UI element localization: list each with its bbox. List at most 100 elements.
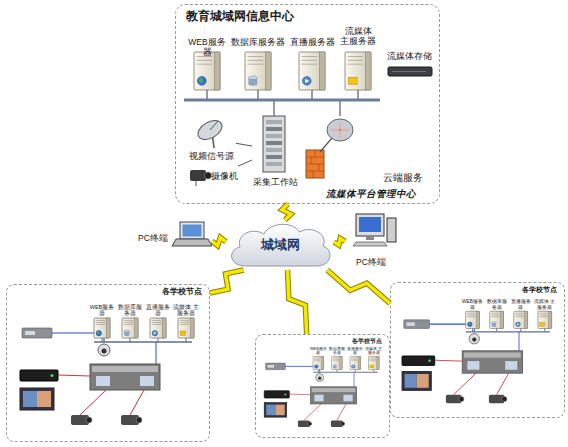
- laptop-icon: [172, 239, 212, 246]
- server-icon: [369, 356, 380, 369]
- server-icon: [348, 60, 364, 61]
- firewall-icon: [306, 164, 324, 165]
- school-equipment: [80, 390, 144, 415]
- device-label: 流媒体 主服务器: [365, 347, 383, 356]
- lightning-link: [334, 238, 345, 245]
- server-icon: [313, 356, 324, 369]
- school-node: 各学校节点WEB服务器数据库服务器直播服务器流媒体 主服务器: [6, 284, 210, 442]
- server-icon: [340, 356, 342, 369]
- device-label: WEB服务器: [184, 38, 230, 57]
- server-icon: [97, 331, 99, 334]
- desktop-pc-icon: [353, 242, 387, 246]
- school-equipment: [467, 361, 479, 370]
- school-equipment: [23, 391, 37, 407]
- school-equipment: [158, 338, 159, 342]
- server-icon: [516, 322, 521, 327]
- server-icon: [333, 358, 339, 359]
- device-label: WEB服务器: [88, 304, 116, 316]
- server-icon: [492, 322, 497, 324]
- school-equipment: [404, 320, 430, 329]
- data-center-equipment: [257, 90, 259, 100]
- server-icon: [299, 52, 325, 90]
- server-icon: [94, 318, 110, 338]
- school-equipment: [505, 361, 517, 370]
- server-icon: [314, 359, 320, 360]
- server-icon: [248, 60, 264, 61]
- server-icon: [152, 324, 162, 325]
- satellite-dish-icon: [210, 121, 218, 130]
- school-equipment: [266, 405, 275, 416]
- server-icon: [539, 315, 547, 316]
- video-camera-icon: [196, 181, 197, 186]
- desktop-pc-icon: [387, 218, 396, 242]
- group-heading: 各学校节点: [162, 288, 202, 297]
- firewall-icon: [306, 150, 324, 178]
- workstation-rack-icon: [266, 148, 282, 152]
- lightning-outline: [282, 204, 291, 220]
- server-icon: [350, 356, 361, 369]
- firewall-icon: [306, 150, 324, 178]
- data-center-equipment: [184, 52, 432, 186]
- desktop-pc-icon: [366, 236, 374, 240]
- server-icon: [319, 52, 325, 90]
- server-icon: [302, 76, 311, 85]
- lightning-outline: [210, 270, 244, 293]
- server-icon: [332, 356, 343, 369]
- server-icon: [124, 320, 134, 321]
- server-icon: [369, 356, 380, 369]
- server-icon: [152, 320, 162, 321]
- school-equipment: [472, 337, 476, 341]
- server-icon: [180, 322, 190, 323]
- school-equipment: [268, 365, 275, 368]
- workstation-rack-icon: [266, 141, 282, 145]
- server-icon: [515, 313, 523, 314]
- lightning-outline: [212, 237, 226, 245]
- school-equipment: [428, 359, 431, 362]
- server-icon: [305, 79, 309, 83]
- server-icon: [124, 330, 129, 332]
- school-equipment: [102, 338, 103, 342]
- school-equipment: [130, 338, 131, 342]
- school-equipment: [264, 403, 286, 418]
- server-icon: [350, 356, 361, 369]
- server-icon: [122, 318, 138, 338]
- school-equipment: [156, 342, 157, 364]
- server-node: 数据库服务器: [116, 304, 144, 344]
- server-icon: [370, 360, 376, 361]
- school-equipment: [336, 370, 337, 373]
- server-icon: [345, 52, 371, 90]
- server-icon: [538, 311, 552, 328]
- server-icon: [248, 82, 257, 86]
- server-icon: [314, 358, 320, 359]
- lightning-link: [282, 204, 291, 220]
- school-equipment: [22, 328, 52, 338]
- server-icon: [515, 316, 523, 317]
- school-equipment: [459, 396, 464, 401]
- workstation-rack-icon: [266, 120, 282, 124]
- server-icon: [178, 318, 194, 338]
- server-icon: [106, 318, 110, 338]
- device-label: 流媒体 主服务器: [340, 27, 376, 46]
- video-camera-icon: [205, 172, 212, 179]
- server-icon: [96, 322, 106, 323]
- school-equipment: [20, 318, 194, 425]
- school-equipment: [318, 370, 319, 373]
- workstation-rack-icon: [263, 116, 285, 172]
- server-node: 流媒体 主服务器: [365, 347, 383, 373]
- device-label: 直播服务器: [144, 304, 172, 316]
- server-icon: [333, 364, 337, 365]
- school-equipment: [92, 366, 158, 372]
- server-icon: [96, 330, 101, 335]
- device-label: 采集工作站: [253, 178, 298, 188]
- device-label: WEB服务器: [461, 299, 485, 310]
- server-icon: [152, 330, 157, 335]
- school-equipment: [102, 349, 107, 354]
- data-center-equipment: [311, 90, 313, 100]
- camera-node: 摄像机: [188, 166, 238, 188]
- pc-terminal: PC终端: [138, 220, 212, 258]
- server-icon: [365, 52, 371, 90]
- storage-node: 流媒体存储: [384, 52, 434, 82]
- server-node: 流媒体 主服务器: [340, 27, 376, 94]
